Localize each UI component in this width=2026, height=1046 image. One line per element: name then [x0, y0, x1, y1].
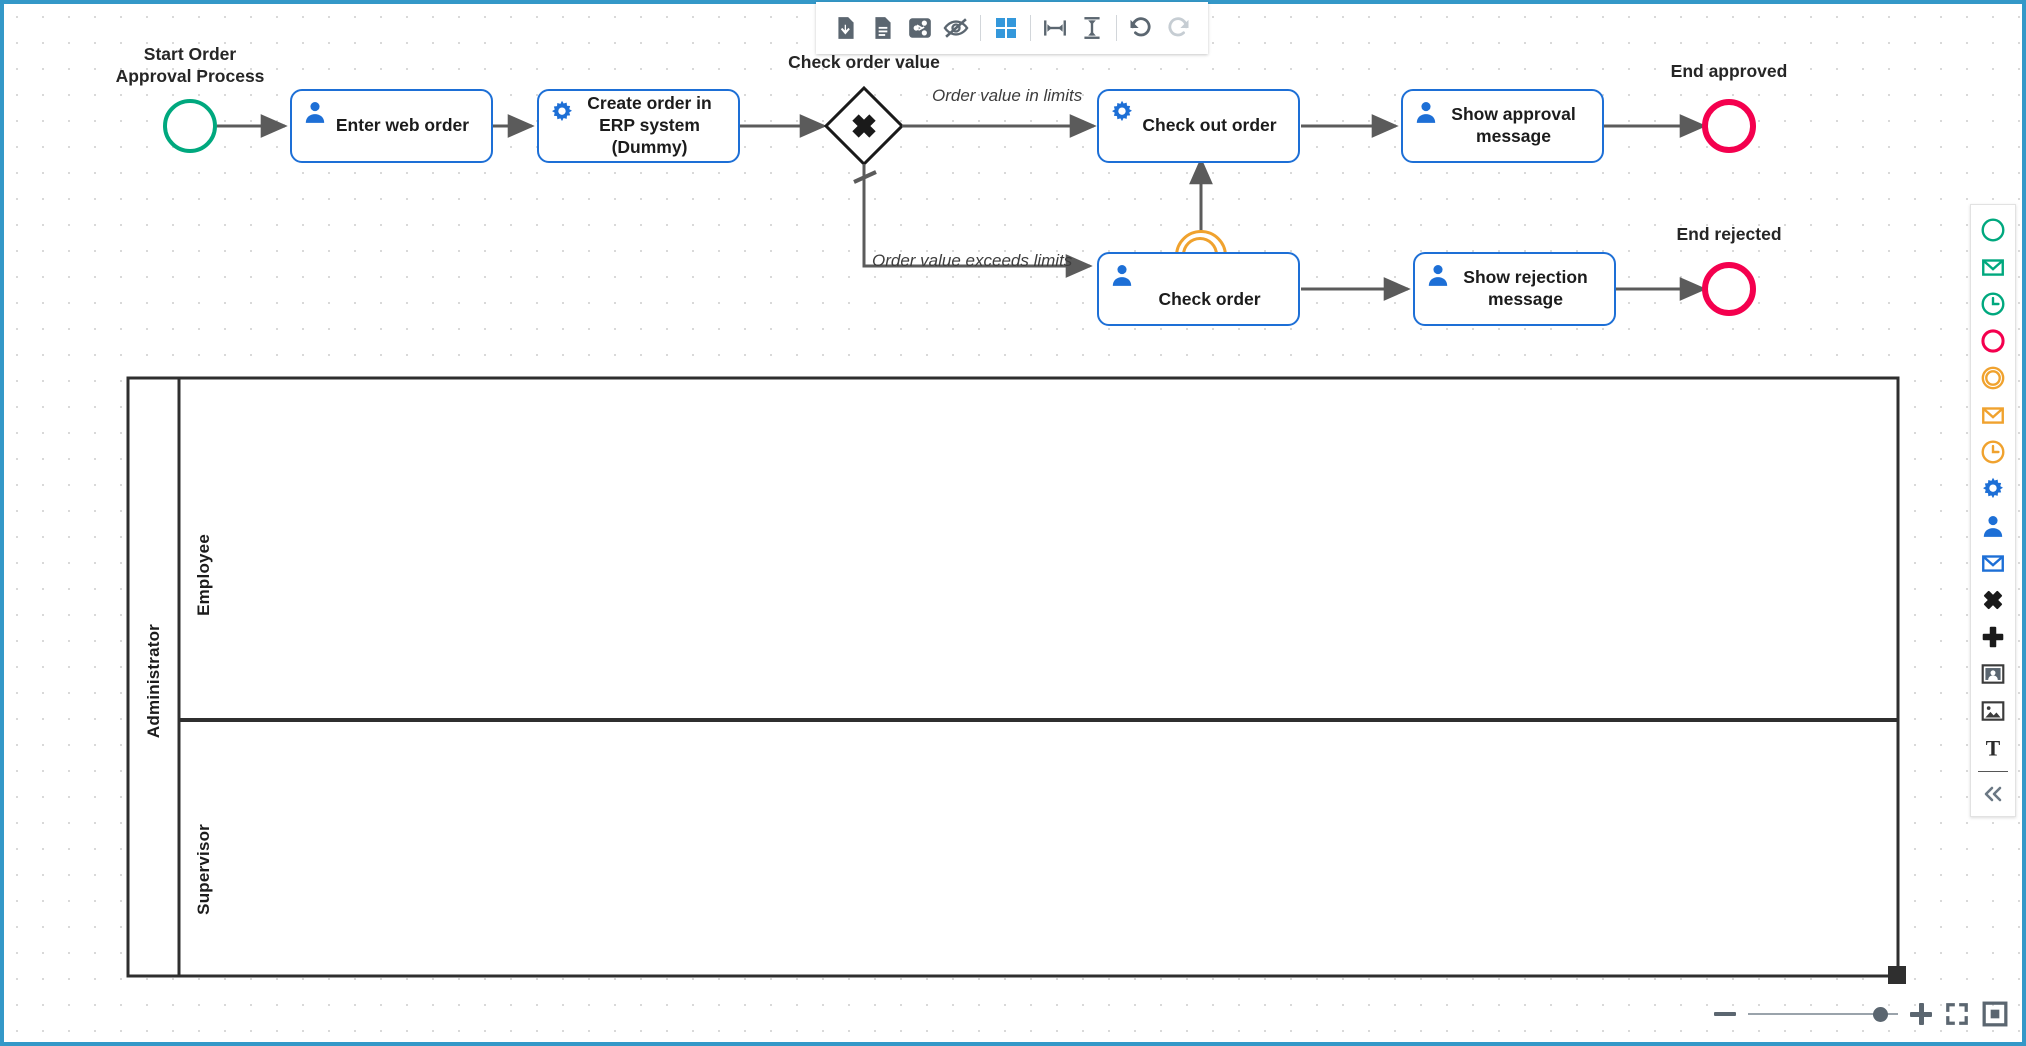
service-task-icon [1112, 100, 1132, 122]
reset-zoom-button[interactable] [1982, 1001, 2008, 1027]
timer-start-event-tool[interactable] [1971, 285, 2015, 322]
redo-icon[interactable] [1159, 6, 1196, 50]
end-rejected-shape [1702, 262, 1756, 316]
lane-label-supervisor: Supervisor [194, 824, 213, 915]
user-task-icon [1112, 265, 1132, 286]
image-tool[interactable] [1971, 692, 2015, 729]
align-vertical-icon[interactable] [1073, 6, 1110, 50]
zoom-slider[interactable] [1748, 1006, 1898, 1022]
download-icon[interactable] [828, 6, 865, 50]
task-label: Check out order [1142, 115, 1277, 136]
service-task-icon [552, 100, 572, 122]
eye-slash-icon[interactable] [938, 6, 975, 50]
message-intermediate-event-tool[interactable] [1971, 396, 2015, 433]
task-enter-web-order[interactable]: Enter web order [290, 89, 493, 163]
pool-shape [126, 376, 1900, 978]
diagram-svg [126, 85, 1906, 984]
zoom-out-button[interactable] [1714, 1012, 1736, 1016]
intermediate-event-tool[interactable] [1971, 359, 2015, 396]
pool-resize-handle [1888, 966, 1906, 984]
task-check-out-order[interactable]: Check out order [1097, 89, 1300, 163]
zoom-controls [1714, 996, 2008, 1032]
user-task-icon [1416, 102, 1436, 123]
end-rejected-label: End rejected [1676, 224, 1782, 244]
text-annotation-tool[interactable]: T [1971, 729, 2015, 766]
exclusive-gateway-tool[interactable] [1971, 581, 2015, 618]
diagram-toolbar [816, 2, 1208, 54]
user-task-icon [305, 102, 325, 123]
palette-divider [1978, 771, 2008, 772]
grid-icon[interactable] [987, 6, 1024, 50]
task-show-rejection-message[interactable]: Show rejection message [1413, 252, 1616, 326]
task-label: Show approval message [1451, 104, 1576, 146]
start-event-tool[interactable] [1971, 211, 2015, 248]
send-task-tool[interactable] [1971, 544, 2015, 581]
flow-label-in-limits: Order value in limits [932, 86, 1083, 105]
element-palette: T [1970, 204, 2016, 817]
task-show-approval-message[interactable]: Show approval message [1401, 89, 1604, 163]
message-start-event-tool[interactable] [1971, 248, 2015, 285]
zoom-slider-handle[interactable] [1873, 1006, 1888, 1022]
user-task-icon [1428, 265, 1448, 286]
zoom-in-button[interactable] [1910, 1003, 1932, 1025]
task-label: Show rejection message [1463, 267, 1588, 309]
task-label: Check order [1158, 289, 1261, 310]
task-create-order-erp[interactable]: Create order in ERP system (Dummy) [537, 89, 740, 163]
gateway-label: Check order value [788, 52, 940, 72]
undo-icon[interactable] [1123, 6, 1160, 50]
start-event-shape [163, 99, 217, 153]
start-event-label: Start Order Approval Process [115, 44, 265, 86]
share-icon[interactable] [901, 6, 938, 50]
end-approved-shape [1702, 99, 1756, 153]
task-label: Create order in ERP system (Dummy) [587, 93, 712, 157]
collapse-palette-button[interactable] [1971, 775, 2015, 812]
user-task-tool[interactable] [1971, 507, 2015, 544]
toolbar-divider-2 [1029, 15, 1031, 41]
align-horizontal-icon[interactable] [1037, 6, 1074, 50]
zoom-slider-rail [1748, 1013, 1898, 1015]
fit-viewport-button[interactable] [1944, 1001, 1970, 1027]
task-check-order[interactable]: Check order [1097, 252, 1300, 326]
svg-text:T: T [1986, 736, 2001, 760]
lane-label-employee: Employee [194, 534, 213, 616]
document-icon[interactable] [865, 6, 902, 50]
pool-lane-tool[interactable] [1971, 655, 2015, 692]
timer-intermediate-event-tool[interactable] [1971, 433, 2015, 470]
end-event-tool[interactable] [1971, 322, 2015, 359]
task-label: Enter web order [335, 115, 470, 136]
parallel-gateway-tool[interactable] [1971, 618, 2015, 655]
pool-label: Administrator [144, 624, 163, 739]
diagram-canvas[interactable]: Start Order Approval Process Check order… [4, 4, 2022, 1042]
flow-label-exceeds-limits: Order value exceeds limits [872, 251, 1073, 270]
toolbar-divider-3 [1115, 15, 1117, 41]
toolbar-divider-1 [980, 15, 982, 41]
service-task-tool[interactable] [1971, 470, 2015, 507]
end-approved-label: End approved [1670, 61, 1788, 81]
